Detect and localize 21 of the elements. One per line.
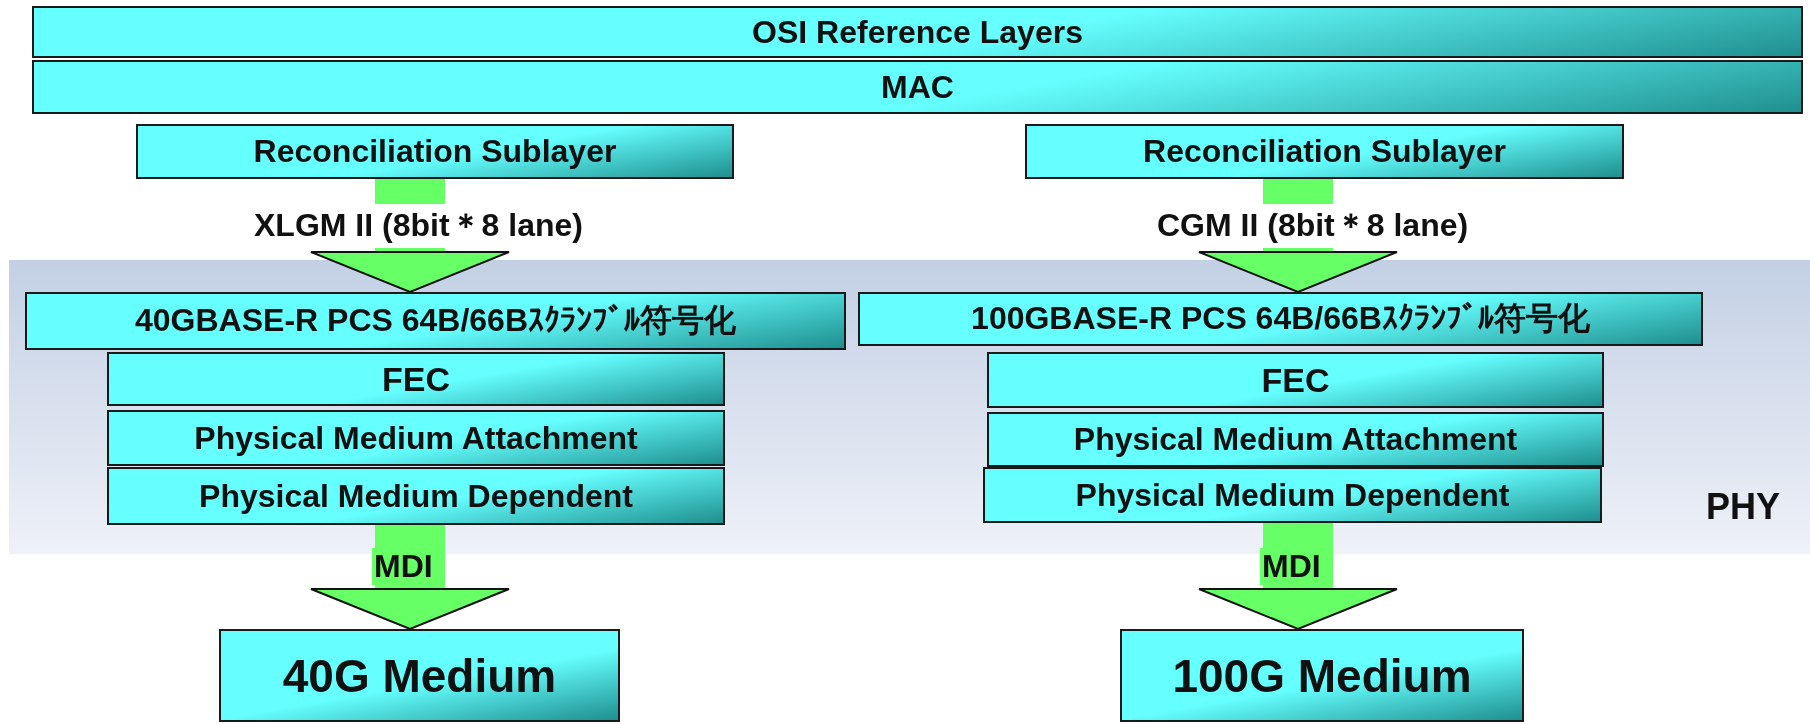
medium-box: 100G Medium <box>1120 629 1524 722</box>
layer-box: FEC <box>987 352 1604 408</box>
layer-box: Physical Medium Attachment <box>987 412 1604 467</box>
arrow <box>310 525 510 630</box>
layer-box: MAC <box>32 60 1803 114</box>
phy-band <box>9 260 1810 554</box>
layer-box: Physical Medium Dependent <box>107 467 725 525</box>
medium-box: 40G Medium <box>219 629 620 722</box>
layer-box: FEC <box>107 352 725 406</box>
layer-box: OSI Reference Layers <box>32 6 1803 58</box>
arrow <box>310 179 510 293</box>
edge-label: XLGM II (8bit＊8 lane) <box>252 204 585 248</box>
arrow <box>1198 523 1398 630</box>
layer-box: Physical Medium Attachment <box>107 410 725 466</box>
layer-box: Reconciliation Sublayer <box>1025 124 1624 179</box>
layer-box: Physical Medium Dependent <box>983 467 1602 523</box>
layer-box: Reconciliation Sublayer <box>136 124 734 179</box>
layer-label: PHY <box>1705 486 1780 528</box>
layer-box: 40GBASE-R PCS 64B/66Bｽｸﾗﾝﾌﾞﾙ符号化 <box>25 292 846 350</box>
arrow <box>1198 179 1398 293</box>
layer-box: 100GBASE-R PCS 64B/66Bｽｸﾗﾝﾌﾞﾙ符号化 <box>858 292 1703 346</box>
